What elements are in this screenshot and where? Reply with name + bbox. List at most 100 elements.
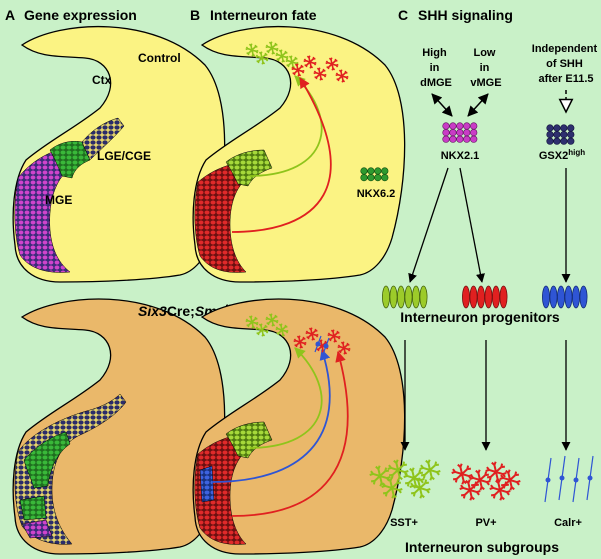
bipolar-soma <box>559 475 565 481</box>
cluster-cell <box>374 174 382 182</box>
neuron <box>305 327 319 341</box>
panel-titles: A Gene expression B Interneuron fate C S… <box>5 7 513 23</box>
neuron <box>275 49 289 63</box>
cluster-cell <box>367 167 375 175</box>
progenitor-cell <box>389 285 398 309</box>
neuron <box>335 69 349 83</box>
panel-c-letter: C <box>398 7 408 23</box>
cluster-cell <box>553 131 561 139</box>
ctx-label: Ctx <box>92 73 112 87</box>
panel-b-letter: B <box>190 7 200 23</box>
panel-b-title: Interneuron fate <box>210 7 317 23</box>
cluster-cell <box>360 167 368 175</box>
panel-a-title: Gene expression <box>24 7 137 23</box>
panel-c-title: SHH signaling <box>418 7 513 23</box>
cluster-cell <box>456 122 464 130</box>
cluster-cell <box>374 167 382 175</box>
mutant-brain-outline-b <box>192 298 406 555</box>
bipolar-soma <box>545 477 551 483</box>
cluster-cell <box>567 124 575 132</box>
arrow-high-to-nkx21 <box>431 93 453 117</box>
mutant-red-route-b <box>231 350 349 517</box>
lge-cge-label: LGE/CGE <box>97 149 151 163</box>
low-in-vmge-label: Low in vMGE <box>470 47 501 89</box>
neuron <box>255 323 269 337</box>
cluster-cell <box>449 129 457 137</box>
cluster-cell <box>442 135 450 143</box>
neuron <box>293 335 307 349</box>
nkx62-cell-cluster <box>360 167 389 182</box>
progenitor-cell <box>564 285 573 309</box>
neuron <box>327 329 341 343</box>
cluster-cell <box>463 135 471 143</box>
cluster-cell <box>381 167 389 175</box>
panel-c-diagram: High in dMGE Low in vMGE Independent of … <box>357 43 598 555</box>
mutant-magenta-patch-a <box>21 519 53 539</box>
neuron <box>265 313 279 327</box>
high-in-dmge-label: High in dMGE <box>420 47 452 89</box>
progenitor-cell <box>462 285 470 309</box>
calr-neuron-group <box>544 455 594 503</box>
pv-label: PV+ <box>475 517 496 529</box>
arrow-nkx21-to-red <box>459 167 485 283</box>
progenitor-cell <box>477 285 485 309</box>
progenitor-cell <box>397 285 405 309</box>
panel-a-control-brain: Ctx LGE/CGE MGE Control <box>12 25 226 283</box>
gsx2-cell-cluster <box>546 124 575 145</box>
red-neurons-b <box>291 55 349 83</box>
cluster-cell <box>463 122 471 130</box>
neuron <box>485 461 507 483</box>
cluster-cell <box>449 122 457 130</box>
control-brain-outline-a <box>12 25 226 283</box>
neuron <box>369 465 391 487</box>
cluster-cell <box>442 122 450 130</box>
progenitor-cell <box>404 285 413 309</box>
progenitor-cell <box>382 285 390 309</box>
neuron <box>459 479 481 501</box>
sst-neuron-group <box>369 459 441 499</box>
blue-progenitor-row <box>542 285 588 309</box>
cluster-cell <box>463 129 471 137</box>
mutant-green-patch-a2 <box>19 495 47 521</box>
lime-neurons-b <box>245 41 299 69</box>
panel-b-control-brain <box>192 25 406 283</box>
neuron <box>245 315 259 329</box>
cluster-cell <box>560 131 568 139</box>
neuron <box>337 341 351 355</box>
green-border-a <box>49 141 91 179</box>
neuron <box>489 479 511 501</box>
lime-progenitor-row <box>382 285 428 309</box>
bipolar-soma <box>323 343 329 349</box>
red-migration-route-b <box>231 77 332 233</box>
cluster-cell <box>456 135 464 143</box>
cluster-cell <box>470 135 478 143</box>
control-label: Control <box>138 51 181 65</box>
mutant-blue-neurons-b <box>314 335 330 355</box>
progenitor-cell <box>572 285 580 309</box>
pv-neuron-group <box>451 461 521 501</box>
cluster-cell <box>456 129 464 137</box>
progenitor-cell <box>557 285 565 309</box>
progenitor-cell <box>549 285 558 309</box>
neuron <box>245 43 259 57</box>
mutant-lime-neurons-b <box>245 313 289 337</box>
progenitor-cell <box>469 285 478 309</box>
panel-a-letter: A <box>5 7 15 23</box>
panel-b-mutant-brain <box>192 298 406 555</box>
control-brain-outline-b <box>192 25 406 283</box>
mutant-blue-route-b <box>211 348 331 483</box>
cluster-cell <box>567 137 575 145</box>
neuron <box>303 55 317 69</box>
cluster-cell <box>553 124 561 132</box>
red-progenitor-row <box>462 285 508 309</box>
bipolar-soma <box>315 341 321 347</box>
neuron <box>313 67 327 81</box>
cluster-cell <box>442 129 450 137</box>
cluster-cell <box>360 174 368 182</box>
neuron <box>275 323 289 337</box>
progenitor-cell <box>419 285 428 309</box>
progenitor-cell <box>412 285 420 309</box>
neuron <box>409 477 431 499</box>
interneuron-subgroups-label: Interneuron subgroups <box>405 539 559 555</box>
